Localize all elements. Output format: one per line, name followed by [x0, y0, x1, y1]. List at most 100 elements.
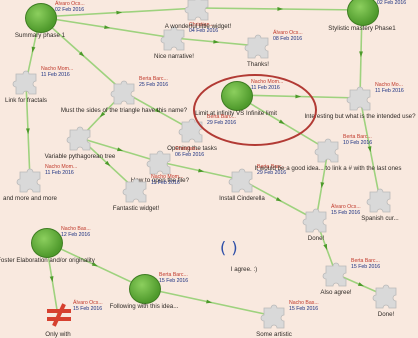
node-author: Berta Barc... — [343, 134, 372, 140]
node-caption: Done! — [377, 311, 395, 318]
node-author: Nacho Mom... — [41, 66, 74, 72]
edge-arrow — [99, 111, 106, 118]
node-meta: Nacho Mom...02 Feb 2016 — [377, 0, 409, 7]
node-date: 11 Feb 2016 — [151, 179, 180, 186]
node-meta: Berta Barc...15 Feb 2016 — [159, 272, 188, 285]
node-caption: How to open the file? — [130, 177, 190, 184]
puzzle-piece-icon[interactable] — [122, 176, 150, 204]
node-author: Nacho Mo... — [375, 82, 403, 88]
node-author: Berta Barc... — [159, 272, 188, 278]
node-caption: Interesting but what is the intended use… — [304, 113, 416, 120]
node-caption: Link for fractals — [5, 97, 47, 104]
node-meta: Berta Barc...10 Feb 2016 — [343, 134, 372, 147]
node-date: 08 Feb 2016 — [273, 35, 303, 42]
puzzle-piece-icon[interactable] — [372, 282, 400, 310]
puzzle-piece-icon[interactable] — [322, 260, 350, 288]
node-date: 29 Feb 2016 — [257, 169, 287, 176]
node-date: 11 Feb 2016 — [45, 169, 74, 176]
puzzle-piece-icon[interactable] — [228, 166, 256, 194]
node-meta: Nacho Mo...11 Feb 2016 — [375, 82, 404, 95]
puzzle-piece-icon[interactable] — [66, 124, 94, 152]
node-author: Berta Barc... — [139, 76, 168, 82]
edge-arrow — [357, 282, 364, 287]
puzzle-piece-icon[interactable] — [178, 116, 206, 144]
puzzle-piece-icon[interactable] — [16, 166, 44, 194]
agree-bracket-icon: ( ) — [220, 238, 238, 257]
node-date: 12 Feb 2016 — [61, 231, 91, 238]
node-date: 15 Feb 2016 — [73, 305, 103, 312]
node-caption: Stylistic mastery Phase1 — [328, 25, 396, 32]
puzzle-piece-icon[interactable] — [12, 68, 40, 96]
idea-circle-icon[interactable] — [25, 3, 57, 33]
node-author: Nacho Bas... — [61, 226, 91, 232]
puzzle-piece-icon[interactable] — [314, 136, 342, 164]
edge-arrow — [277, 7, 284, 11]
node-caption: Nice narrative! — [154, 53, 194, 60]
idea-circle-icon[interactable] — [129, 274, 161, 304]
node-caption: Opening the tasks — [167, 145, 217, 152]
node-caption: Install Cinderella — [219, 195, 265, 202]
not-equal-icon[interactable] — [44, 302, 72, 330]
node-author: Nacho Mom... — [45, 164, 78, 170]
puzzle-piece-icon[interactable] — [366, 186, 394, 214]
puzzle-piece-icon[interactable] — [302, 206, 330, 234]
node-date: 15 Feb 2016 — [351, 263, 381, 270]
edge-arrow — [206, 299, 213, 304]
puzzle-piece-icon[interactable] — [260, 302, 288, 330]
edge-arrow — [213, 39, 220, 44]
node-caption: It would be a good idea... to link a # w… — [254, 165, 402, 172]
node-date: 15 Feb 2016 — [331, 209, 361, 216]
node-caption: Thanks! — [246, 61, 270, 68]
node-meta: Berta Barc...29 Feb 2016 — [257, 164, 287, 177]
node-caption: Foster Elaboration and/or originality — [0, 257, 95, 264]
edge-arrow — [91, 262, 98, 267]
node-meta: Christian...06 Feb 2016 — [175, 146, 205, 159]
node-caption: Spanish cur... — [361, 215, 399, 222]
node-caption: Done! — [307, 235, 325, 242]
node-meta: Nacho Mom...11 Feb 2016 — [151, 174, 183, 187]
puzzle-piece-icon[interactable] — [244, 32, 272, 60]
puzzle-piece-icon[interactable] — [110, 78, 138, 106]
node-meta: Álvaro Ocs...15 Feb 2016 — [331, 204, 361, 217]
node-meta: Nacho Bas...15 Feb 2016 — [289, 300, 319, 313]
idea-circle-icon[interactable] — [347, 0, 379, 26]
node-meta: Christian...04 Feb 2016 — [189, 22, 218, 35]
node-date: 06 Feb 2016 — [175, 151, 205, 158]
node-caption: Also agree! — [320, 289, 352, 296]
edge-arrow — [275, 197, 282, 202]
edge-arrow — [198, 168, 205, 173]
puzzle-piece-icon[interactable] — [346, 84, 374, 112]
node-date: 02 Feb 2016 — [377, 0, 407, 6]
puzzle-piece-icon[interactable] — [160, 24, 188, 52]
edge-arrow — [104, 25, 111, 29]
node-caption: Summary phase 1 — [14, 32, 66, 39]
node-date: 02 Feb 2016 — [55, 6, 85, 13]
idea-circle-icon[interactable] — [31, 228, 63, 258]
node-caption: Must the sides of the triangle have this… — [60, 107, 188, 114]
edge-arrow — [78, 51, 85, 57]
node-meta: Álvaro Ocs...15 Feb 2016 — [73, 300, 103, 313]
node-caption: and more and more — [3, 195, 57, 202]
node-date: 11 Feb 2016 — [41, 71, 70, 78]
agree-comment[interactable]: I agree. :) — [230, 266, 258, 273]
node-date: 15 Feb 2016 — [289, 305, 319, 312]
puzzle-piece-icon[interactable] — [184, 0, 212, 22]
node-author: Álvaro Ocs... — [55, 1, 85, 7]
puzzle-piece-icon[interactable] — [146, 148, 174, 176]
edge-arrow — [359, 51, 363, 58]
node-author: Álvaro Ocs... — [331, 204, 361, 210]
edge-arrow — [320, 182, 325, 189]
node-date: 25 Feb 2016 — [139, 81, 169, 88]
node-author: Christian... — [175, 146, 200, 152]
node-meta: Nacho Mom...11 Feb 2016 — [41, 66, 74, 79]
node-meta: Nacho Bas...12 Feb 2016 — [61, 226, 91, 239]
node-author: Christian... — [189, 22, 214, 28]
node-author: Álvaro Ocs... — [273, 30, 303, 36]
node-meta: Berta Barc...25 Feb 2016 — [139, 76, 169, 89]
node-caption: A wonderful little widget! — [164, 23, 232, 30]
node-caption: Only with — [45, 331, 71, 338]
edge-arrow — [116, 10, 123, 15]
highlight-ellipse — [193, 74, 317, 146]
